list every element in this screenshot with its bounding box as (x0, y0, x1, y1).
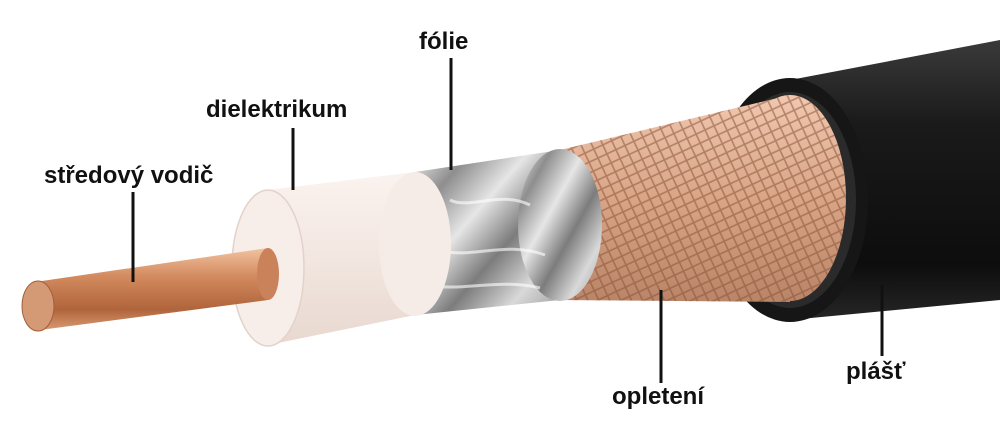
label-center-conductor: středový vodič (44, 162, 214, 189)
center-conductor-layer (21, 248, 279, 332)
label-foil: fólie (419, 28, 469, 55)
label-jacket: plášť (846, 358, 906, 385)
label-dielectric: dielektrikum (206, 96, 348, 123)
leader-lines (131, 58, 884, 383)
braid-layer (560, 95, 846, 302)
foil-layer (415, 149, 602, 315)
label-braid: opletení (612, 383, 705, 410)
